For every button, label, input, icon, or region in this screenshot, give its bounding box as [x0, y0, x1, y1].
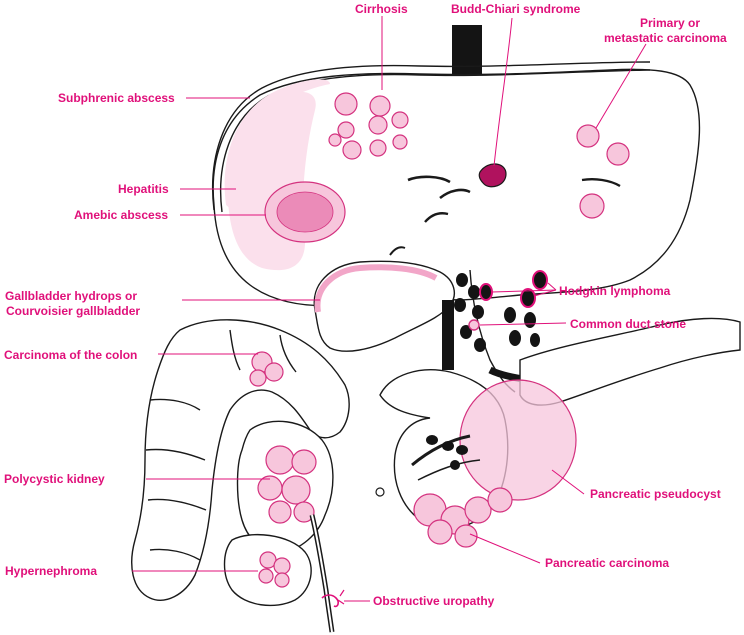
- label-gallbladder-line1: Gallbladder hydrops or: [5, 289, 137, 303]
- ureter-inner: [311, 514, 333, 633]
- pancreatic-pseudocyst: [459, 379, 577, 501]
- colon-carcinoma-mass: [249, 351, 284, 387]
- label-carcinoma-colon: Carcinoma of the colon: [4, 348, 137, 362]
- label-pancreatic-carcinoma: Pancreatic carcinoma: [545, 556, 669, 570]
- diaphragm-line-outer: [211, 61, 651, 211]
- common-duct-stone: [468, 319, 480, 331]
- leader-lines: [132, 16, 647, 602]
- label-pancreatic-pseudocyst: Pancreatic pseudocyst: [590, 487, 721, 501]
- pancreatic-carcinoma: [413, 487, 513, 548]
- label-gallbladder-line2: Courvoisier gallbladder: [6, 304, 140, 318]
- subphrenic-band: [224, 79, 330, 212]
- ampulla-mark: [375, 487, 385, 497]
- label-common-duct-stone: Common duct stone: [570, 317, 686, 331]
- cirrhosis-nodules: [328, 92, 409, 160]
- gallbladder-pink-rim: [314, 264, 438, 313]
- amebic-abscess-core: [276, 191, 334, 233]
- label-hypernephroma: Hypernephroma: [5, 564, 97, 578]
- liver-vessel-marks: [389, 175, 621, 256]
- label-amebic-abscess: Amebic abscess: [74, 208, 168, 222]
- label-budd-chiari: Budd-Chiari syndrome: [451, 2, 581, 16]
- budd-chiari-lesion: [478, 163, 507, 188]
- label-primary-carcinoma-line2: metastatic carcinoma: [604, 31, 727, 45]
- label-primary-carcinoma-line1: Primary or: [640, 16, 700, 30]
- hypernephroma-mass: [258, 551, 291, 588]
- portal-vein: [442, 300, 454, 370]
- label-subphrenic-abscess: Subphrenic abscess: [58, 91, 175, 105]
- label-hodgkin-lymphoma: Hodgkin lymphoma: [559, 284, 671, 298]
- label-obstructive-uropathy: Obstructive uropathy: [373, 594, 495, 608]
- polycystic-kidney-cysts: [257, 445, 317, 524]
- lymph-nodes: [454, 270, 548, 352]
- pancreatic-head-vessels: [411, 434, 481, 481]
- ureter-obstruction: [321, 589, 345, 608]
- colon: [131, 319, 350, 601]
- label-hepatitis: Hepatitis: [118, 182, 169, 196]
- metastatic-nodules: [576, 124, 630, 219]
- colon-haustra: [145, 329, 297, 561]
- diaphragm-line-inner: [219, 69, 651, 213]
- label-cirrhosis: Cirrhosis: [355, 2, 408, 16]
- label-polycystic-kidney: Polycystic kidney: [4, 472, 105, 486]
